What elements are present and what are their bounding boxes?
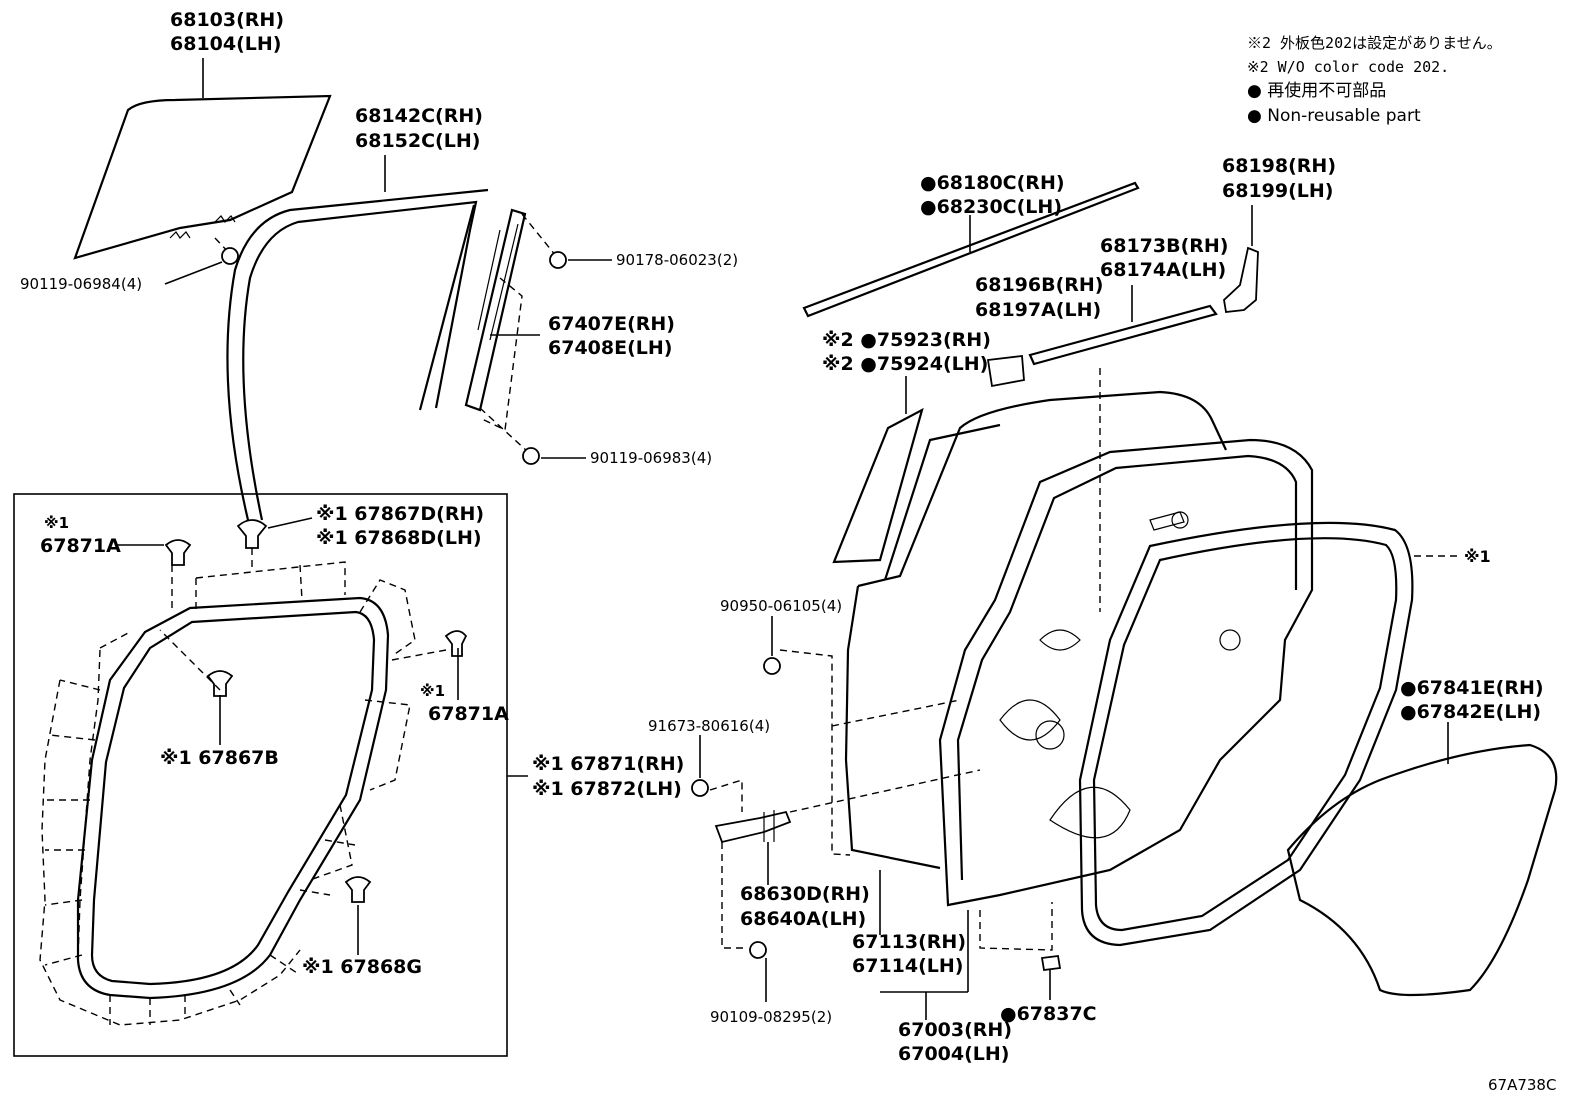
label-67872: ※1 67872(LH) — [532, 778, 682, 800]
label-67114: 67114(LH) — [852, 955, 963, 977]
glass-run-channel: 68142C(RH) 68152C(LH) — [226, 105, 489, 521]
label-67871a-top: 67871A — [40, 535, 121, 557]
label-68230c: ●68230C(LH) — [920, 196, 1062, 218]
label-90119-06984: 90119-06984(4) — [20, 275, 142, 293]
bolt-90119-06983: 90119-06983(4) — [479, 407, 712, 467]
label-67842e: ●67842E(LH) — [1400, 701, 1541, 723]
label-68198: 68198(RH) — [1222, 155, 1336, 177]
label-67867b: ※1 67867B — [160, 747, 279, 769]
label-91673: 91673-80616(4) — [648, 717, 770, 735]
label-67407e: 67407E(RH) — [548, 313, 675, 335]
label-68174a: 68174A(LH) — [1100, 259, 1226, 281]
label-90950: 90950-06105(4) — [720, 597, 842, 615]
label-mark1-right: ※1 — [1464, 547, 1491, 566]
emblem-75923: ※2 ●75923(RH) ※2 ●75924(LH) — [822, 329, 991, 564]
weatherstrip-detail-box: ※1 67871A ※1 67867D(RH) ※1 67868D(LH) ※1… — [13, 493, 528, 1057]
label-90119-06983: 90119-06983(4) — [590, 449, 712, 467]
label-67003: 67003(RH) — [898, 1019, 1012, 1041]
plug-67837c: ●67837C — [979, 902, 1097, 1025]
label-67871a-top-mark: ※1 — [44, 514, 69, 532]
note-line-1: ※2 外板色202は設定がありません。 — [1247, 34, 1502, 52]
clip-68196b: 68196B(RH) 68197A(LH) — [975, 274, 1103, 388]
label-67841e: ●67841E(RH) — [1400, 677, 1544, 699]
label-67004: 67004(LH) — [898, 1043, 1009, 1065]
label-90178-06023: 90178-06023(2) — [616, 251, 738, 269]
bolt-90119-06984: 90119-06984(4) — [20, 237, 239, 293]
label-67871a-right: 67871A — [428, 703, 509, 725]
label-68197a: 68197A(LH) — [975, 299, 1101, 321]
label-68630d: 68630D(RH) — [740, 883, 870, 905]
division-bar: 67407E(RH) 67408E(LH) — [464, 208, 675, 432]
label-68173b: 68173B(RH) — [1100, 235, 1228, 257]
label-68180c: ●68180C(RH) — [920, 172, 1065, 194]
bolt-90109: 90109-08295(2) — [710, 941, 832, 1026]
note-line-4: ● Non-reusable part — [1247, 106, 1421, 126]
label-90109: 90109-08295(2) — [710, 1008, 832, 1026]
label-67867d: ※1 67867D(RH) — [316, 503, 484, 525]
nut-90178-06023: 90178-06023(2) — [521, 213, 738, 269]
note-line-2: ※2 W/O color code 202. — [1247, 58, 1449, 76]
belt-moulding: ●68180C(RH) ●68230C(LH) — [802, 172, 1140, 318]
plug-90950: 90950-06105(4) — [720, 597, 961, 856]
label-67837c: ●67837C — [1000, 1003, 1097, 1025]
label-68196b: 68196B(RH) — [975, 274, 1103, 296]
label-68199: 68199(LH) — [1222, 180, 1333, 202]
note-line-3: ● 再使用不可部品 — [1247, 80, 1386, 101]
label-75923: ※2 ●75923(RH) — [822, 329, 991, 351]
figure-code: 67A738C — [1488, 1076, 1556, 1094]
door-glass: 68103(RH) 68104(LH) — [73, 9, 332, 260]
label-68640a: 68640A(LH) — [740, 908, 866, 930]
label-67113: 67113(RH) — [852, 931, 966, 953]
door-weatherstrip: ※1 — [1078, 521, 1491, 947]
service-hole-cover: ●67841E(RH) ●67842E(LH) — [1286, 677, 1558, 997]
door-outer-panel: 67113(RH) 67114(LH) — [844, 390, 1227, 977]
label-67871a-right-mark: ※1 — [420, 682, 445, 700]
door-frame-assembly: 67003(RH) 67004(LH) — [880, 368, 1314, 1065]
label-67408e: 67408E(LH) — [548, 337, 672, 359]
label-67868g: ※1 67868G — [302, 956, 422, 978]
label-67868d: ※1 67868D(LH) — [316, 527, 482, 549]
label-67871: ※1 67871(RH) — [532, 753, 684, 775]
bracket-68198: 68198(RH) 68199(LH) — [1222, 155, 1336, 313]
label-75924: ※2 ●75924(LH) — [822, 353, 988, 375]
label-68103: 68103(RH) — [170, 9, 284, 31]
label-68152c: 68152C(LH) — [355, 130, 480, 152]
legend-notes: ※2 外板色202は設定がありません。 ※2 W/O color code 20… — [1247, 34, 1502, 126]
door-check-assembly: 91673-80616(4) 68630D(RH) 68640A(LH) — [648, 717, 981, 949]
label-68142c: 68142C(RH) — [355, 105, 483, 127]
label-68104: 68104(LH) — [170, 33, 281, 55]
outer-moulding-68173b: 68173B(RH) 68174A(LH) — [1028, 235, 1228, 366]
